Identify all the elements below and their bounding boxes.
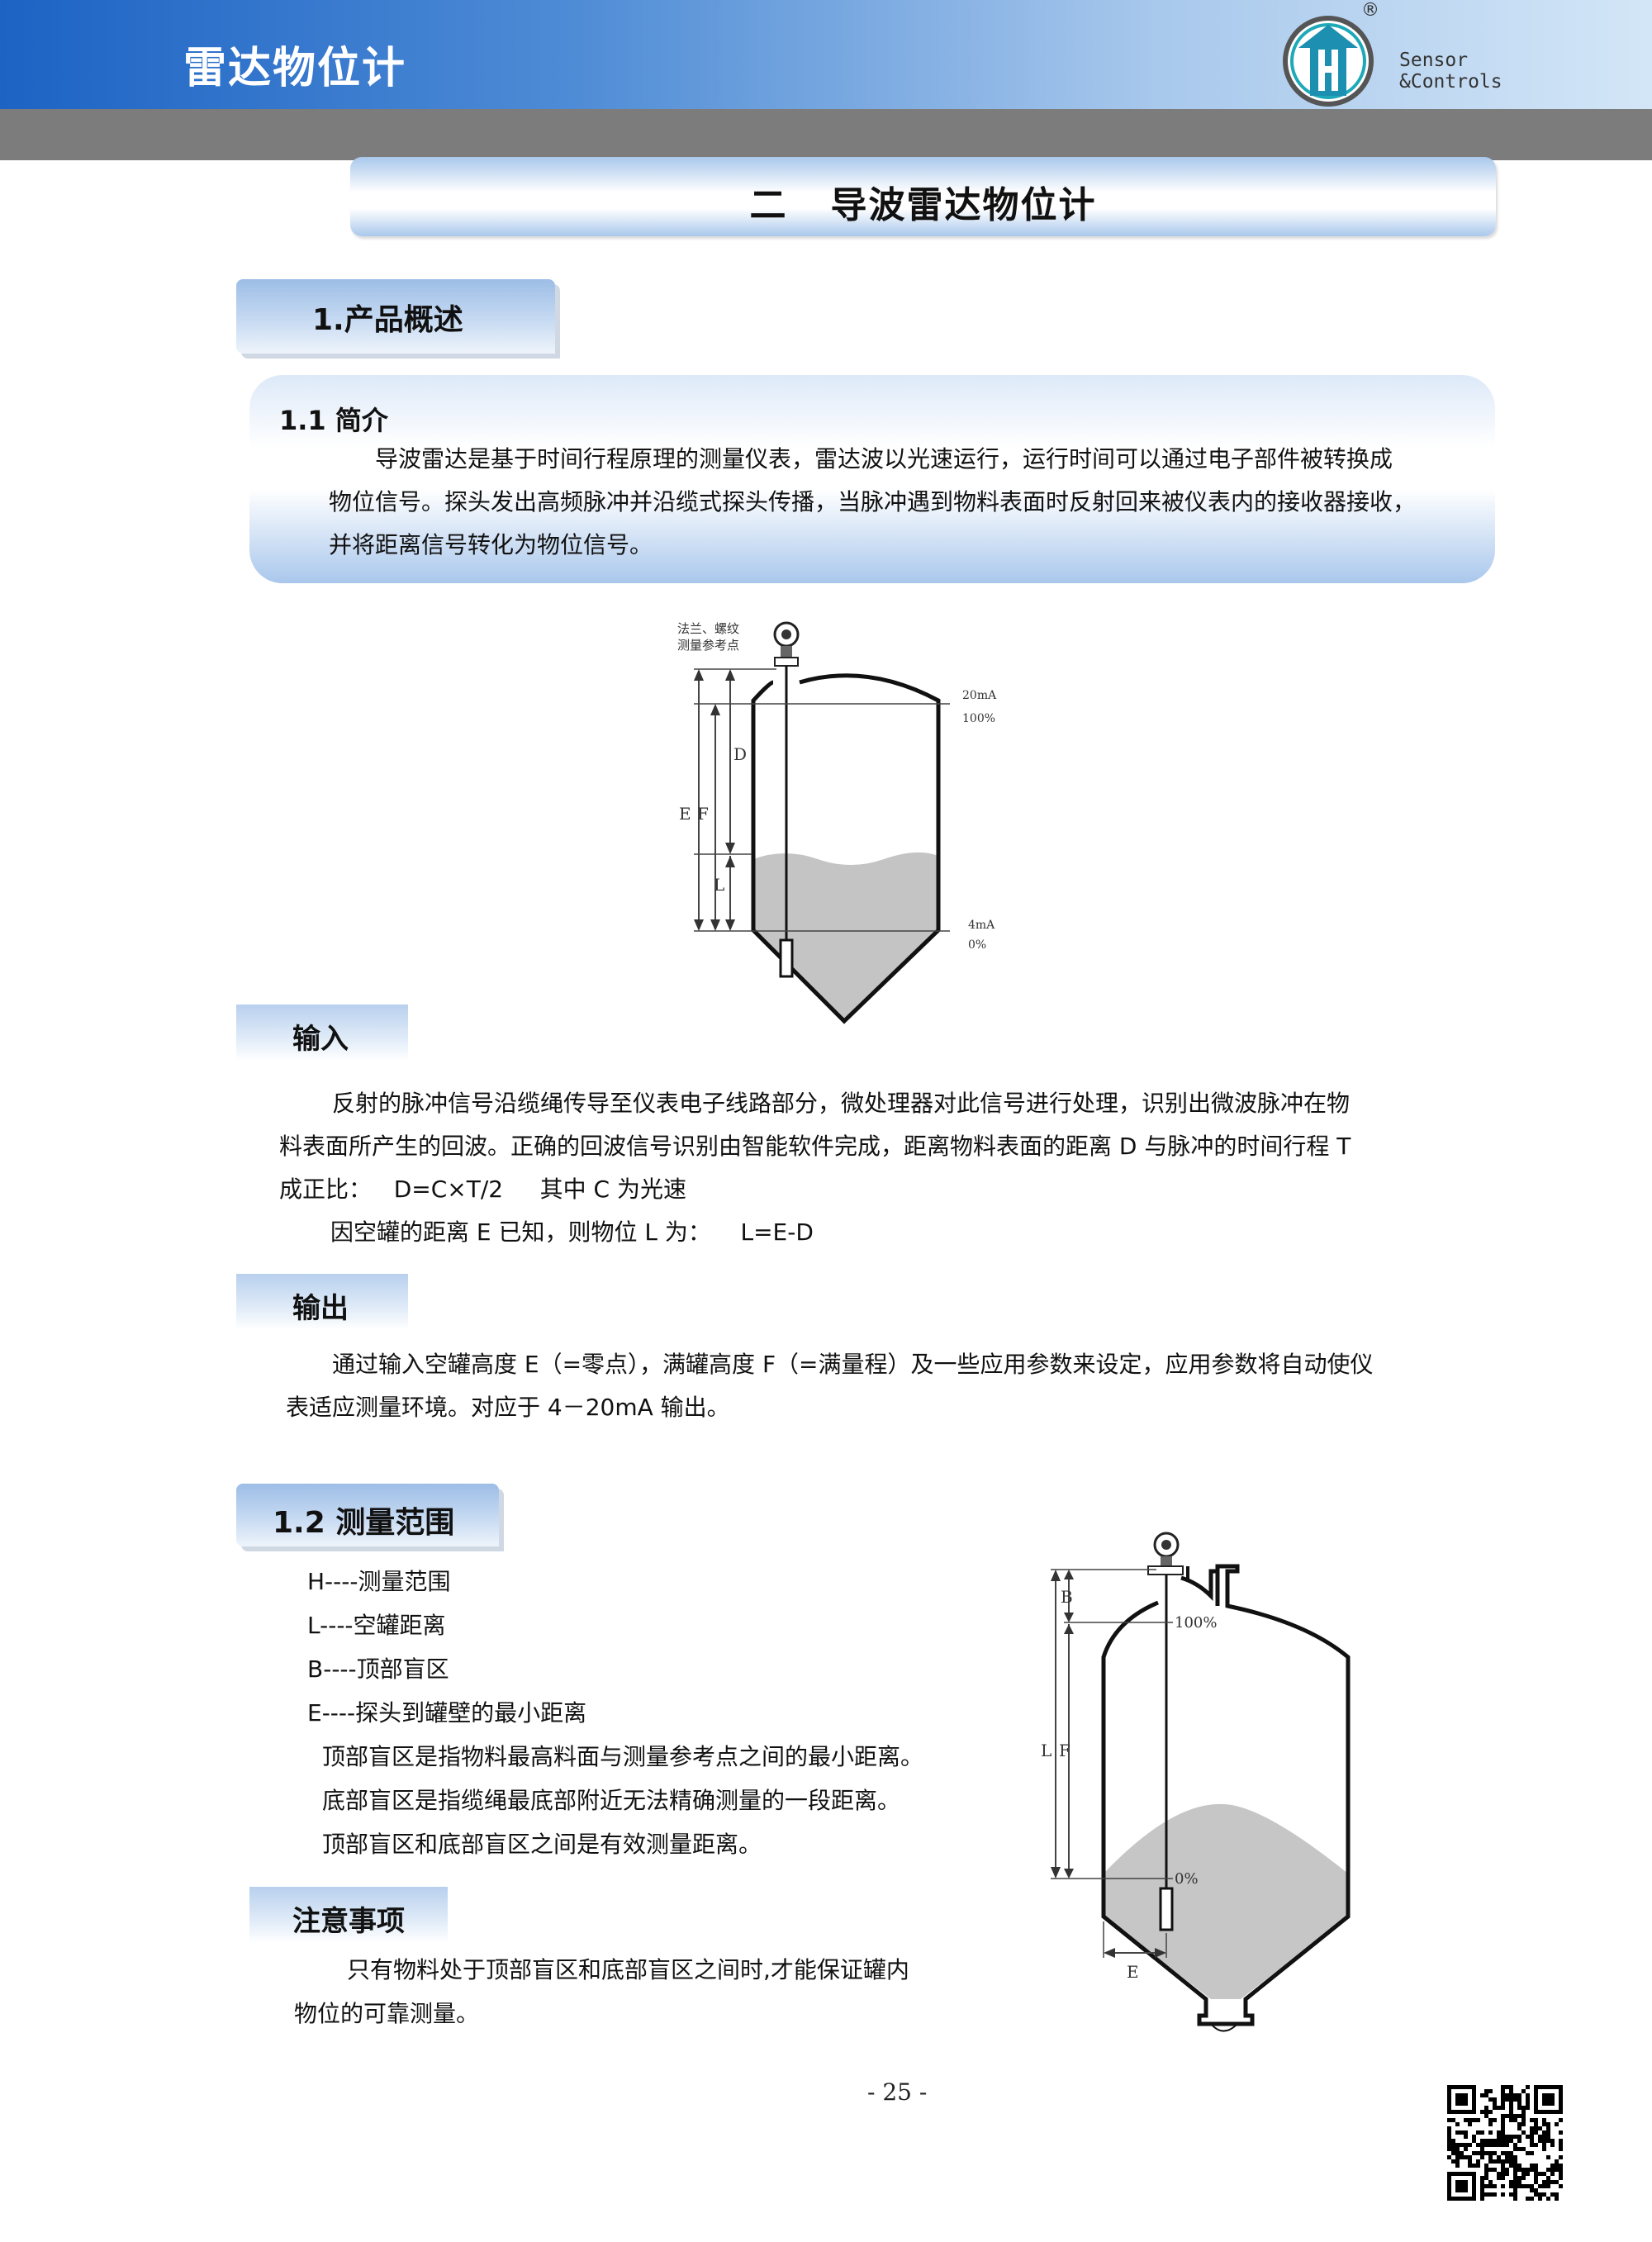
chapter-title: 二 导波雷达物位计 [749, 184, 1097, 226]
output-line: 表适应测量环境。对应于 4－20mA 输出。 [286, 1394, 730, 1421]
range-item: H----测量范围 [307, 1568, 451, 1595]
logo-line-1: Sensor [1399, 50, 1469, 71]
section-tab-output: 输出 [236, 1274, 408, 1330]
qr-code [1447, 2085, 1563, 2201]
intro-line: 并将距离信号转化为物位信号。 [329, 531, 653, 558]
input-line: 反射的脉冲信号沿缆绳传导至仪表电子线路部分，微处理器对此信号进行处理，识别出微波… [332, 1090, 1351, 1117]
probe-weight [779, 938, 794, 978]
notice-line: 只有物料处于顶部盲区和底部盲区之间时,才能保证罐内 [347, 1956, 909, 1983]
probe-weight [1159, 1887, 1174, 1931]
label-f: F [1059, 1741, 1070, 1760]
input-line: 料表面所产生的回波。正确的回波信号识别由智能软件完成，距离物料表面的距离 D 与… [279, 1133, 1351, 1160]
range-note: 顶部盲区和底部盲区之间是有效测量距离。 [322, 1831, 762, 1858]
label-l: L [714, 875, 724, 895]
intro-line: 物位信号。探头发出高频脉冲并沿缆式探头传播，当脉冲遇到物料表面时反射回来被仪表内… [329, 488, 1417, 515]
range-note: 底部盲区是指缆绳最底部附近无法精确测量的一段距离。 [322, 1787, 901, 1814]
logo-line-2: &Controls [1399, 71, 1502, 93]
label-100-percent: 100% [962, 712, 995, 725]
page-number: - 25 - [867, 2078, 928, 2106]
range-note: 顶部盲区是指物料最高料面与测量参考点之间的最小距离。 [322, 1743, 924, 1770]
tank-outline [1101, 1564, 1351, 2026]
registered-mark: ® [1361, 0, 1379, 21]
section-tab-overview: 1.产品概述 [236, 279, 555, 354]
range-item: E----探头到罐壁的最小距离 [307, 1699, 587, 1727]
range-definitions: H----测量范围 L----空罐距离 B----顶部盲区 E----探头到罐壁… [307, 1560, 586, 1735]
header-gray-band [0, 109, 1652, 160]
intro-box [249, 375, 1495, 583]
label-f: F [697, 804, 709, 824]
intro-paragraph: 导波雷达是基于时间行程原理的测量仪表，雷达波以光速运行，运行时间可以通过电子部件… [329, 438, 1485, 567]
range-item: B----顶部盲区 [307, 1655, 449, 1683]
output-line: 通过输入空罐高度 E（=零点），满罐高度 F（=满量程）及一些应用参数来设定，应… [332, 1351, 1374, 1378]
label-20ma: 20mA [962, 689, 997, 702]
label-0-percent: 0% [1175, 1870, 1199, 1888]
label-b: B [1061, 1587, 1073, 1607]
notice-paragraph: 只有物料处于顶部盲区和底部盲区之间时,才能保证罐内 物位的可靠测量。 [294, 1948, 1021, 2035]
transmitter-head [773, 621, 800, 667]
output-paragraph: 通过输入空罐高度 E（=零点），满罐高度 F（=满量程）及一些应用参数来设定，应… [286, 1343, 1459, 1429]
header-banner [0, 0, 1652, 109]
section-tab-label: 1.2 测量范围 [273, 1506, 455, 1540]
range-notes: 顶部盲区是指物料最高料面与测量参考点之间的最小距离。 底部盲区是指缆绳最底部附近… [322, 1735, 923, 1866]
label-0-percent: 0% [968, 938, 986, 952]
input-line: 因空罐的距离 E 已知，则物位 L 为： L=E-D [330, 1218, 814, 1246]
label-e: E [679, 804, 691, 824]
section-tab-label: 输出 [292, 1292, 349, 1325]
tank-outline [751, 673, 941, 1024]
intro-heading: 1.1 简介 [279, 405, 388, 436]
material-fill [1104, 1803, 1348, 1999]
label-e: E [1127, 1962, 1139, 1982]
section-tab-label: 输入 [292, 1023, 349, 1056]
range-item: L----空罐距离 [307, 1612, 446, 1639]
input-paragraph: 反射的脉冲信号沿缆绳传导至仪表电子线路部分，微处理器对此信号进行处理，识别出微波… [279, 1082, 1452, 1254]
material-fill [753, 852, 938, 1021]
notice-line: 物位的可靠测量。 [294, 2000, 480, 2027]
label-d: D [733, 744, 747, 764]
tank-range-diagram: B L F E 100% 0% [1041, 1532, 1351, 2032]
section-tab-input: 输入 [236, 1005, 408, 1061]
section-tab-label: 注意事项 [292, 1905, 405, 1938]
label-4ma: 4mA [968, 919, 995, 932]
guided-radar-diagram: 法兰、螺纹 测量参考点 20mA 100% 4mA 0% D E F L [677, 621, 997, 1024]
input-line: 成正比： D=C×T/2 其中 C 为光速 [279, 1176, 686, 1203]
label-l: L [1041, 1741, 1051, 1760]
intro-line: 导波雷达是基于时间行程原理的测量仪表，雷达波以光速运行，运行时间可以通过电子部件… [375, 445, 1393, 473]
section-tab-label: 1.产品概述 [312, 303, 463, 337]
transmitter-head [1147, 1532, 1184, 1575]
chapter-title-bar: 二 导波雷达物位计 [350, 157, 1496, 236]
section-tab-range: 1.2 测量范围 [236, 1484, 499, 1546]
company-logo [1283, 16, 1374, 107]
label-ref-1: 法兰、螺纹 [677, 621, 739, 636]
section-tab-notice: 注意事项 [249, 1887, 448, 1943]
label-ref-2: 测量参考点 [677, 638, 739, 653]
label-100-percent: 100% [1175, 1614, 1217, 1632]
logo-text: Sensor &Controls [1399, 50, 1502, 93]
header-title: 雷达物位计 [183, 44, 407, 93]
